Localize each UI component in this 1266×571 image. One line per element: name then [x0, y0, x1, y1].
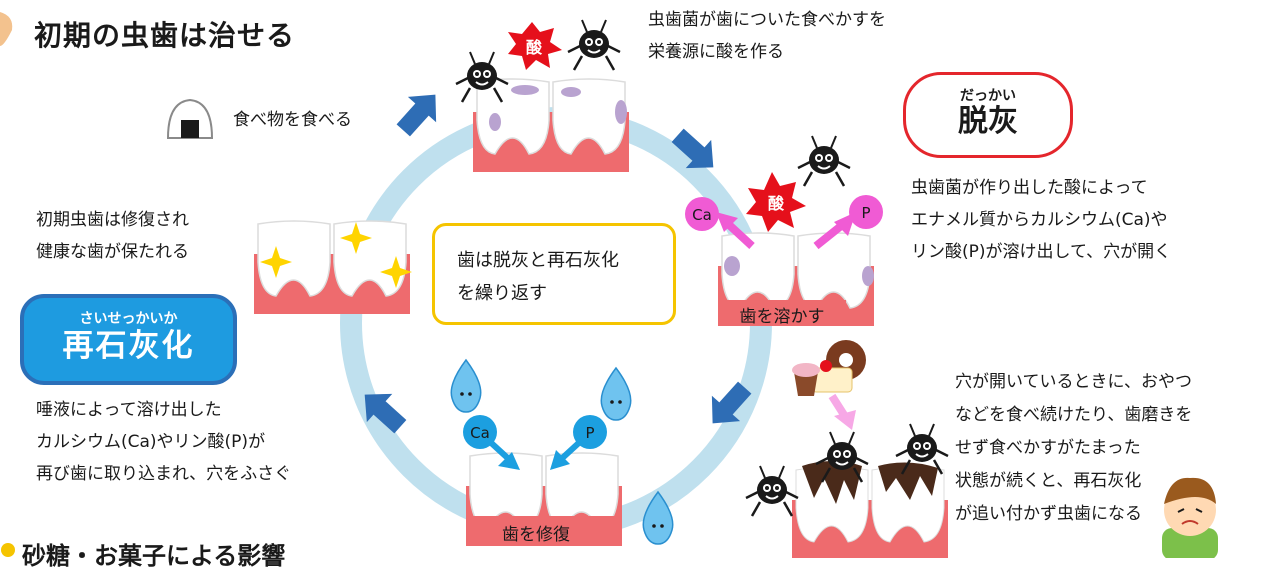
germ-icon	[566, 18, 622, 72]
acid-star-top	[508, 22, 562, 70]
acid-label-right: 酸	[768, 194, 785, 213]
calcium-ion-pink	[685, 197, 719, 231]
ca-label: Ca	[692, 206, 712, 224]
sweets-icon	[792, 340, 866, 396]
germ-icon	[796, 134, 852, 188]
hand-icon	[0, 12, 13, 46]
dissolve-label-bg	[718, 300, 846, 326]
remineralization-word: 再石灰化	[62, 328, 195, 364]
saliva-drop-icon	[450, 359, 482, 413]
saliva-drop-icon	[600, 367, 632, 421]
page-title: 初期の虫歯は治せる	[34, 19, 296, 52]
demineralization-ruby: だっかい	[960, 88, 1016, 104]
bullet-icon	[1, 543, 15, 557]
caption-eating: 食べ物を食べる	[233, 110, 352, 130]
demineralization-badge: だっかい 脱灰	[903, 72, 1073, 158]
cycle-diagram: 酸 酸 Ca P Ca P	[0, 12, 1218, 558]
acid-label-top: 酸	[526, 38, 543, 57]
remineralization-badge: さいせっかいか 再石灰化	[20, 294, 237, 385]
acid-star-right	[746, 172, 806, 232]
caption-saliva: 唾液によって溶け出した カルシウム(Ca)やリン酸(P)が 再び歯に取り込まれ、…	[36, 400, 292, 484]
remineralization-ruby: さいせっかいか	[79, 311, 178, 327]
p-label: P	[861, 204, 870, 222]
center-note: 歯は脱灰と再石灰化 を繰り返す	[432, 223, 676, 325]
caption-acid-production: 虫歯菌が歯についた食べかすを 栄養源に酸を作る	[648, 10, 886, 62]
tooth-label-dissolve: 歯を溶かす	[739, 307, 825, 327]
calcium-ion-blue	[463, 415, 497, 449]
teeth-caries	[792, 461, 948, 558]
section-heading: 砂糖・お菓子による影響	[22, 542, 286, 570]
ca-label: Ca	[470, 424, 490, 442]
caption-demineralization: 虫歯菌が作り出した酸によって エナメル質からカルシウム(Ca)や リン酸(P)が…	[911, 178, 1172, 262]
ion-arrow	[723, 219, 755, 249]
cycle-arrow	[389, 81, 450, 144]
phosphate-ion-blue	[573, 415, 607, 449]
teeth-acid-attack	[472, 78, 630, 173]
p-label: P	[585, 424, 594, 442]
tooth-label-repair: 歯を修復	[502, 525, 570, 545]
repair-label-bg	[466, 516, 622, 546]
caption-caries: 穴が開いているときに、おやつ などを食べ続けたり、歯磨きを せず食べかすがたまっ…	[955, 372, 1193, 524]
caption-remineralized-result: 初期虫歯は修復され 健康な歯が保たれる	[36, 210, 189, 262]
demineralization-word: 脱灰	[958, 104, 1018, 139]
rice-ball-icon	[166, 98, 214, 139]
teeth-dissolving	[717, 232, 875, 327]
child-icon	[1162, 477, 1218, 558]
germ-icon	[744, 464, 800, 518]
phosphate-ion-pink	[849, 195, 883, 229]
